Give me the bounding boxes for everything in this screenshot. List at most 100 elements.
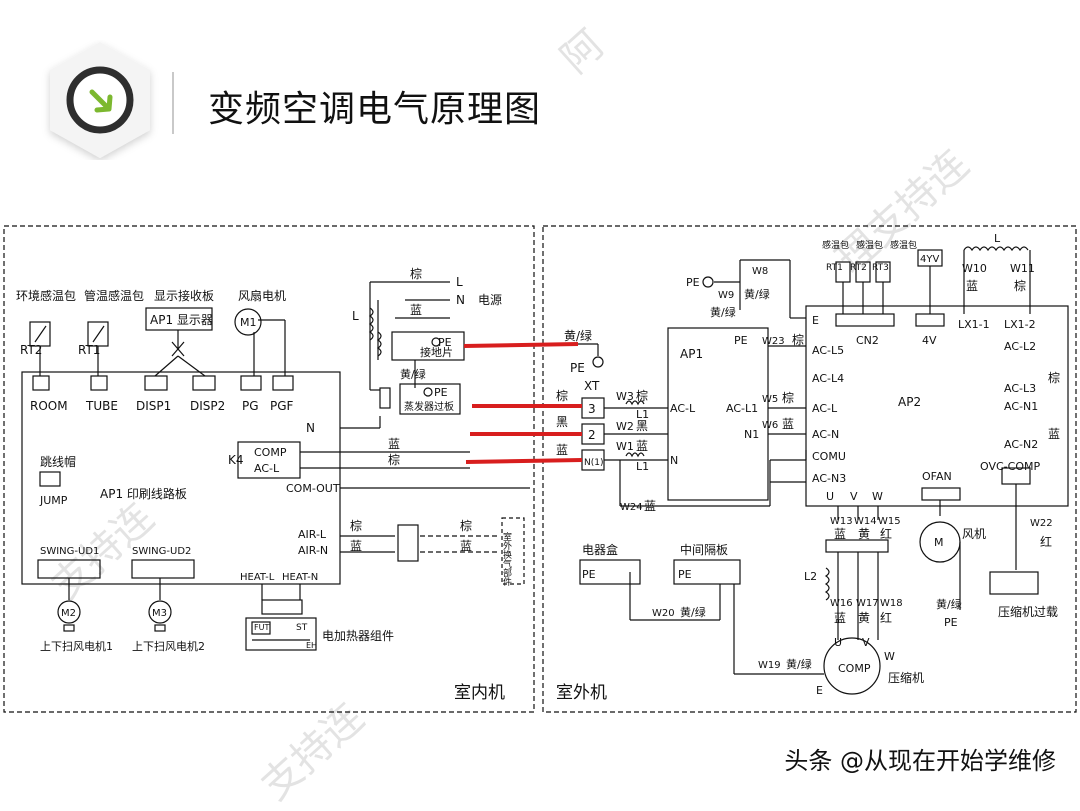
ap1-n1: N1 <box>744 428 759 441</box>
ap2-ofan: OFAN <box>922 470 952 483</box>
heater-fu: FUT <box>254 623 269 632</box>
swing2-ref: M3 <box>152 608 167 619</box>
plug-room: ROOM <box>30 399 68 413</box>
w20: W20 <box>652 608 675 619</box>
indoor-section-label: 室内机 <box>454 683 505 703</box>
footer-credit: 头条 @从现在开始学维修 <box>784 747 1056 775</box>
xt-yg: 黄/绿 <box>564 328 592 343</box>
swing1-plug: SWING-UD1 <box>40 546 99 557</box>
arrow-down-right-icon <box>89 89 113 113</box>
w8-color: 黄/绿 <box>710 305 736 319</box>
xt-title: XT <box>584 379 600 393</box>
rt2-out: RT2 <box>850 263 867 273</box>
compressor-symbol <box>823 637 881 695</box>
w24-color: 蓝 <box>644 499 656 513</box>
air-brown: 棕 <box>350 518 362 533</box>
w22-color: 红 <box>1040 534 1052 549</box>
air-l: AIR-L <box>298 528 327 541</box>
ground-pe: PE <box>438 336 452 349</box>
comp-w: W <box>884 650 895 663</box>
rt1-label: RT1 <box>78 343 100 357</box>
xt-2: 2 <box>588 428 596 442</box>
wire-brown: 棕 <box>388 452 400 467</box>
wiring-diagram: 环境感温包 管温感温包 显示接收板 风扇电机 RT2 RT1 AP1 显示器 M… <box>3 225 1077 713</box>
board-n: N <box>306 421 315 435</box>
w17-color: 黄 <box>858 611 870 625</box>
w1: W1 <box>616 440 634 453</box>
partition-pe: PE <box>678 568 692 581</box>
outdoor-ap1 <box>667 327 769 501</box>
display-box-label: AP1 显示器 <box>150 313 213 327</box>
w2-color: 黑 <box>636 419 648 433</box>
ap2-acl4: AC-L4 <box>812 372 844 385</box>
ap2-acl5: AC-L5 <box>812 344 844 357</box>
ap2-w: W <box>872 490 883 503</box>
w5: W5 <box>762 394 778 405</box>
ap2-4v: 4V <box>922 334 937 347</box>
power-n: N <box>456 293 465 307</box>
ap1-n: N <box>670 454 678 467</box>
ap2-name: AP2 <box>898 395 921 409</box>
power-brown: 棕 <box>410 266 422 281</box>
ap2-acl: AC-L <box>812 402 838 415</box>
elec-box-pe: PE <box>582 568 596 581</box>
w13-color: 蓝 <box>834 527 846 541</box>
heater-st: ST <box>296 623 308 633</box>
comp-u: U <box>834 636 842 649</box>
sensor-tube-name: 管温感温包 <box>84 288 144 303</box>
outdoor-ap2 <box>805 305 1069 507</box>
w10-color: 蓝 <box>966 279 978 293</box>
w18: W18 <box>880 598 903 609</box>
w3: W3 <box>616 390 634 403</box>
fan-pe: PE <box>944 616 958 629</box>
w24: W24 <box>620 502 643 513</box>
top-pe: PE <box>686 276 700 289</box>
w14-color: 黄 <box>858 527 870 541</box>
ap1-pe: PE <box>734 334 748 347</box>
power-coil-l: L <box>352 309 359 323</box>
k4-label: K4 <box>228 453 244 467</box>
power-yg-label: 黄/绿 <box>400 367 426 381</box>
w22: W22 <box>1030 518 1053 529</box>
w9: W9 <box>718 290 734 301</box>
ap2-e: E <box>812 314 819 327</box>
comp-ref: COMP <box>838 662 871 675</box>
power-title: 电源 <box>478 293 502 307</box>
w17: W17 <box>856 598 879 609</box>
sensor-label-1: 感温包 <box>822 239 849 251</box>
w6: W6 <box>762 420 778 431</box>
relay-k4 <box>237 441 301 479</box>
w10: W10 <box>962 262 987 275</box>
header-badge <box>50 42 150 158</box>
plug-disp1: DISP1 <box>136 399 171 413</box>
ap2-ovc: OVC-COMP <box>980 460 1040 473</box>
ap2-lx11: LX1-1 <box>958 318 990 331</box>
w2: W2 <box>616 420 634 433</box>
air-brown-2: 棕 <box>460 518 472 533</box>
swing1-name: 上下扫风电机1 <box>40 639 113 653</box>
xt-3: 3 <box>588 402 596 416</box>
partition-name: 中间隔板 <box>680 542 728 557</box>
rt2-label: RT2 <box>20 343 42 357</box>
jumper-label: JUMP <box>39 494 68 507</box>
ap2-acl2: AC-L2 <box>1004 340 1036 353</box>
w5-color: 棕 <box>782 390 794 405</box>
w23-color: 棕 <box>792 332 804 347</box>
ap2-acn2: AC-N2 <box>1004 438 1038 451</box>
coil-l: L <box>994 232 1001 245</box>
ap2-acn3: AC-N3 <box>812 472 846 485</box>
rt1-out: RT1 <box>826 263 843 273</box>
elec-box-name: 电器盒 <box>582 542 618 557</box>
watermark: 阿 <box>552 21 613 83</box>
ground-plate-label: 接地片 <box>420 346 453 359</box>
ap2-right-brown: 棕 <box>1048 370 1060 385</box>
evap-plate-label: 蒸发器过板 <box>404 400 454 413</box>
fan-motor-name: 风扇电机 <box>238 288 286 303</box>
indoor-board <box>21 371 341 585</box>
w16-color: 蓝 <box>834 611 846 625</box>
l1-bottom: L1 <box>636 460 649 473</box>
swing2-plug: SWING-UD2 <box>132 546 191 557</box>
plug-tube: TUBE <box>85 399 118 413</box>
w8: W8 <box>752 266 768 277</box>
w11: W11 <box>1010 262 1035 275</box>
